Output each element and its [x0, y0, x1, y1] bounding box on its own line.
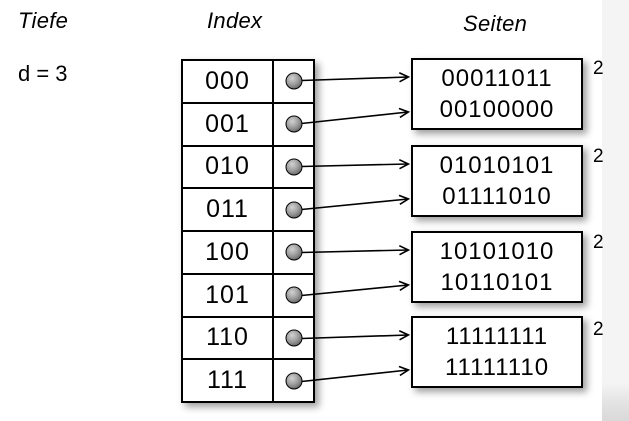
pointer-dot-icon — [285, 158, 302, 176]
page-entry: 11111111 — [445, 323, 549, 350]
global-depth-value: d = 3 — [18, 61, 68, 86]
pointer-dot-icon — [285, 72, 302, 90]
pointer-arrow-111 — [301, 365, 411, 383]
index-cell: 011 — [183, 189, 274, 230]
local-depth-2: 2 — [593, 146, 604, 167]
page-box-4: 11111111 11111110 — [411, 316, 583, 388]
page-entry: 00100000 — [439, 96, 555, 123]
index-cell: 010 — [183, 146, 274, 188]
page-box-3: 10101010 10110101 — [411, 231, 583, 303]
pointer-arrow-110 — [301, 330, 411, 341]
index-row-000: 000 — [183, 61, 313, 104]
index-cell: 100 — [183, 232, 274, 273]
page-box-2: 01010101 01111010 — [411, 145, 583, 217]
index-directory-table: 000 001 010 011 100 101 110 111 — [181, 59, 315, 403]
index-cell: 000 — [183, 61, 274, 102]
index-row-110: 110 — [183, 317, 313, 361]
pointer-dot-icon — [285, 372, 302, 390]
pointer-cell — [274, 232, 313, 273]
pointer-arrow-100 — [301, 244, 411, 256]
index-column-title: Index — [207, 8, 263, 33]
index-row-111: 111 — [183, 360, 313, 401]
pages-column-title: Seiten — [463, 11, 528, 36]
local-depth-1: 2 — [593, 58, 604, 79]
page-entry: 11111110 — [444, 354, 550, 381]
pointer-cell — [274, 360, 313, 401]
index-row-011: 011 — [183, 189, 313, 232]
pointer-dot-icon — [285, 115, 302, 133]
right-margin-strip — [602, 0, 629, 421]
page-entry: 10110101 — [440, 269, 554, 296]
page-entry: 01111010 — [442, 183, 552, 210]
local-depth-3: 2 — [593, 232, 604, 253]
index-row-001: 001 — [183, 103, 313, 147]
pointer-dot-icon — [285, 243, 302, 261]
local-depth-4: 2 — [593, 319, 604, 340]
pointer-cell — [274, 147, 313, 188]
pointer-cell — [274, 61, 313, 102]
pointer-dot-icon — [285, 201, 302, 219]
index-cell: 001 — [183, 103, 274, 145]
index-row-100: 100 — [183, 232, 313, 275]
pointer-arrow-000 — [301, 72, 411, 83]
index-cell: 110 — [183, 317, 274, 359]
pointer-dot-icon — [285, 286, 302, 304]
index-row-010: 010 — [183, 146, 313, 190]
index-row-101: 101 — [183, 274, 313, 318]
page-box-1: 00011011 00100000 — [411, 58, 583, 130]
pointer-arrow-101 — [301, 280, 411, 297]
pointer-cell — [274, 318, 313, 359]
page-entry: 00011011 — [441, 65, 553, 92]
pointer-cell — [274, 189, 313, 230]
pointer-arrow-011 — [301, 194, 411, 211]
pointer-dot-icon — [285, 329, 302, 347]
pointer-arrow-010 — [301, 158, 411, 170]
index-cell: 101 — [183, 274, 274, 316]
pointer-arrow-001 — [301, 107, 411, 125]
page-entry: 10101010 — [439, 238, 555, 265]
index-cell: 111 — [183, 360, 274, 401]
pointer-cell — [274, 275, 313, 316]
depth-column-title: Tiefe — [18, 8, 69, 33]
page-entry: 01010101 — [439, 152, 555, 179]
pointer-cell — [274, 104, 313, 145]
